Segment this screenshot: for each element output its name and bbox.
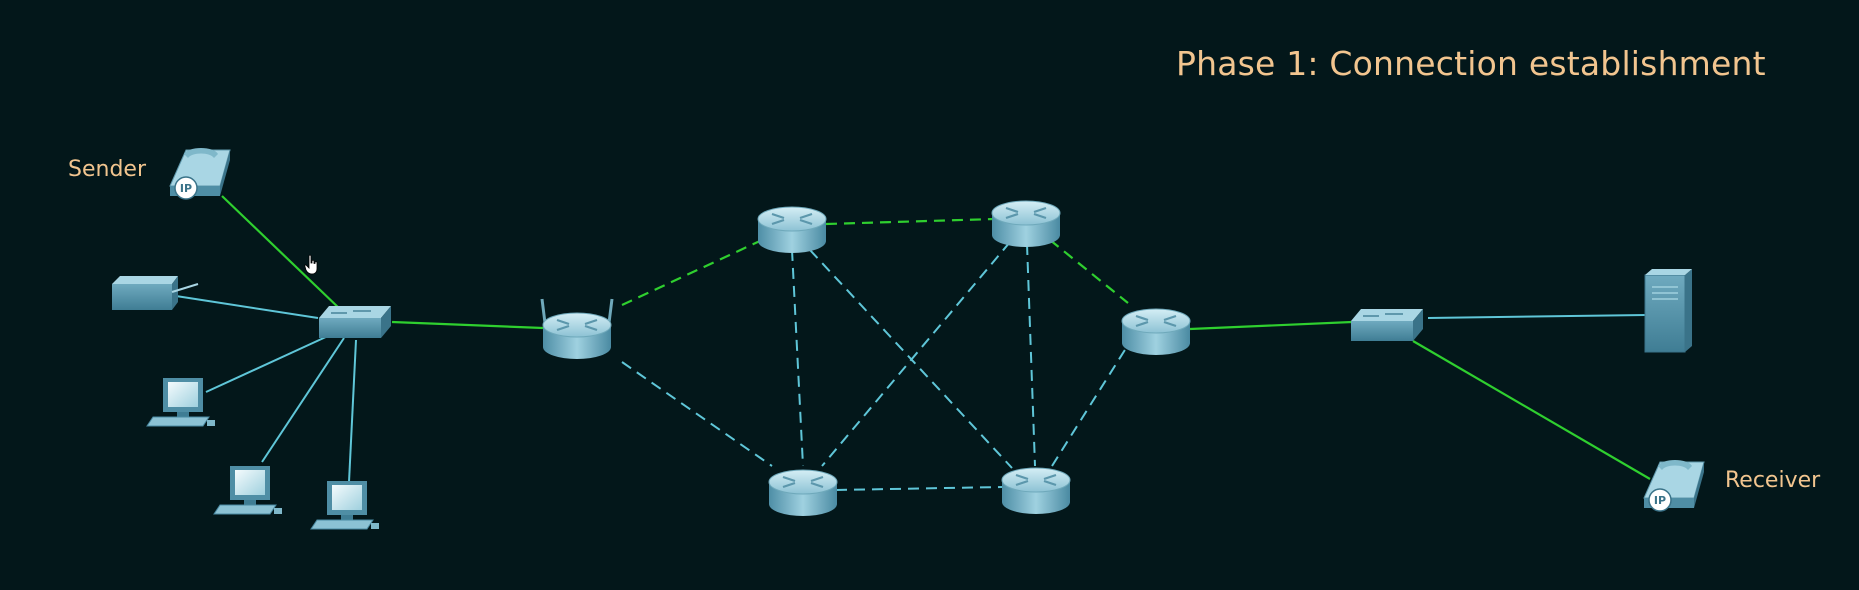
link-router-top-right-router-right (1049, 239, 1129, 304)
link-pc3-switch (348, 339, 357, 483)
hand-cursor-icon (304, 254, 318, 275)
link-wireless-router-router-top-left (621, 239, 763, 306)
switch-right[interactable] (1350, 308, 1424, 342)
link-switch-wireless-router (391, 320, 544, 330)
link-router-top-right-router-bottom-right (1026, 243, 1036, 467)
link-wireless-router-router-bottom-left (621, 361, 773, 467)
ip-phone-receiver[interactable]: IP (1643, 459, 1705, 512)
ip-phone-sender[interactable]: IP (169, 147, 231, 200)
router-bottom-right[interactable] (1000, 466, 1072, 516)
router-top-left[interactable] (756, 205, 828, 255)
link-sender-switch (221, 195, 342, 311)
link-router-bottom-left-router-bottom-right (835, 486, 1003, 491)
server[interactable] (1644, 269, 1692, 353)
idle-links (175, 241, 1647, 491)
phase-title: Phase 1: Connection establishment (1176, 44, 1766, 83)
router-bottom-left[interactable] (767, 468, 839, 518)
wireless-router[interactable] (540, 298, 614, 361)
router-right[interactable] (1120, 307, 1192, 357)
active-links (221, 195, 1651, 480)
link-router-bottom-right-router-right (1051, 344, 1129, 467)
router-top-right[interactable] (990, 199, 1062, 249)
ip-badge-receiver: IP (1654, 494, 1666, 507)
pc-1[interactable] (146, 377, 216, 427)
pc-2[interactable] (213, 465, 283, 515)
link-router-top-left-router-top-right (825, 217, 996, 226)
link-router-right-switch-right (1189, 320, 1353, 331)
link-pc2-switch (261, 337, 345, 463)
printer[interactable] (112, 276, 199, 310)
receiver-label: Receiver (1725, 468, 1821, 493)
link-router-top-left-router-bottom-left (791, 249, 804, 467)
ip-badge-sender: IP (180, 182, 192, 195)
link-switch-right-server (1427, 314, 1647, 319)
sender-label: Sender (68, 157, 146, 182)
pc-3[interactable] (310, 480, 380, 530)
link-printer-switch (175, 295, 319, 319)
switch-left[interactable] (318, 305, 392, 339)
link-switch-right-receiver (1412, 340, 1651, 480)
link-pc1-switch (205, 335, 329, 393)
link-router-top-right-router-bottom-left (821, 241, 1011, 467)
